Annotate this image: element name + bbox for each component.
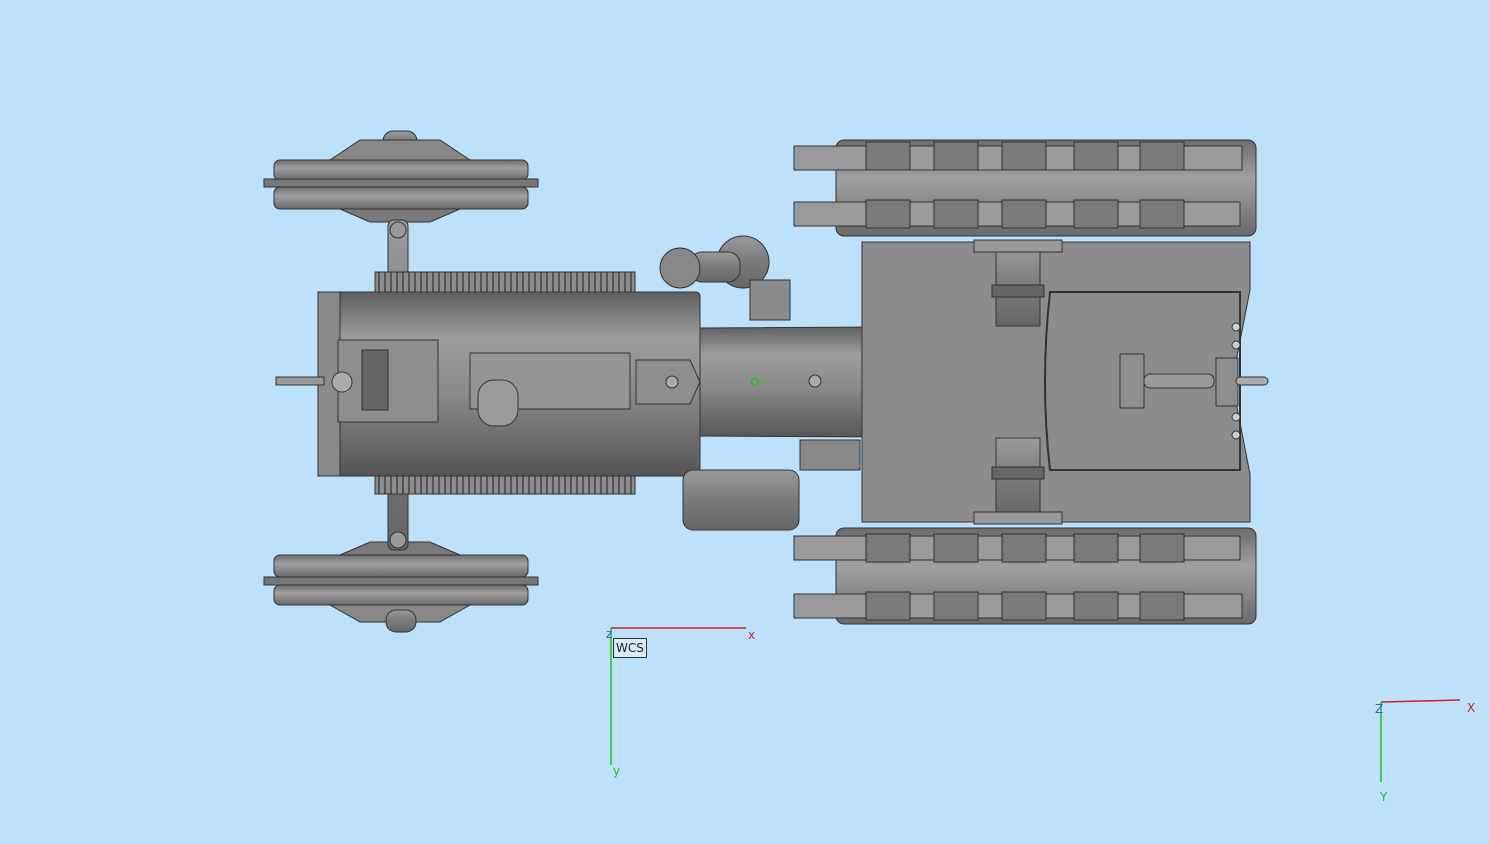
view-y-label: Y bbox=[1380, 790, 1388, 804]
wcs-y-label: y bbox=[613, 764, 621, 778]
air-intake[interactable] bbox=[659, 235, 791, 321]
wcs-x-label: x bbox=[748, 628, 756, 642]
rear-body[interactable] bbox=[861, 241, 1251, 523]
engine-block[interactable] bbox=[275, 271, 701, 495]
wcs-triad bbox=[610, 627, 746, 765]
wcs-z-label: z bbox=[606, 627, 613, 641]
front-wheel-bottom[interactable] bbox=[263, 541, 539, 633]
drawbar-hitch[interactable] bbox=[1119, 322, 1269, 440]
view-triad bbox=[1380, 699, 1461, 782]
rear-wheel-top[interactable] bbox=[793, 139, 1257, 237]
view-x-label: X bbox=[1467, 701, 1476, 715]
view-z-label: Z bbox=[1375, 702, 1384, 716]
rear-wheel-bottom[interactable] bbox=[793, 527, 1257, 625]
rear-axle[interactable] bbox=[973, 239, 1063, 525]
pivot-marker bbox=[750, 377, 760, 387]
wcs-label: WCS bbox=[613, 638, 647, 658]
front-wheel-top[interactable] bbox=[263, 130, 539, 223]
oil-filter[interactable] bbox=[682, 439, 861, 531]
